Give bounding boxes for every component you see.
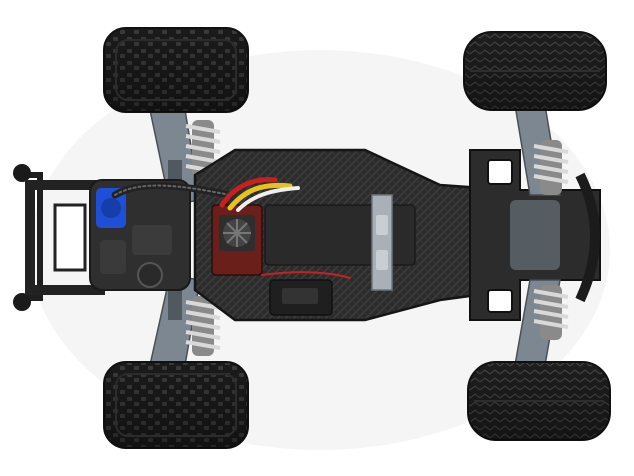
gearbox-motor-assembly	[89, 179, 191, 291]
receiver-box	[269, 279, 333, 316]
rear-right-tire	[103, 361, 249, 449]
front-bulkhead	[469, 149, 601, 321]
battery-hold-down-strap	[371, 194, 393, 291]
front-shock-bottom	[533, 285, 569, 340]
rear-shock-top	[185, 120, 221, 180]
rear-shock-bottom	[185, 296, 221, 356]
rear-left-tire	[103, 27, 249, 113]
front-right-tire	[467, 361, 611, 441]
wiring-harness	[111, 177, 351, 279]
battery-tray	[264, 194, 416, 291]
front-bumper	[575, 172, 600, 303]
front-shock-top	[533, 140, 569, 195]
front-left-tire	[463, 31, 607, 111]
esc-with-fan	[211, 204, 263, 276]
